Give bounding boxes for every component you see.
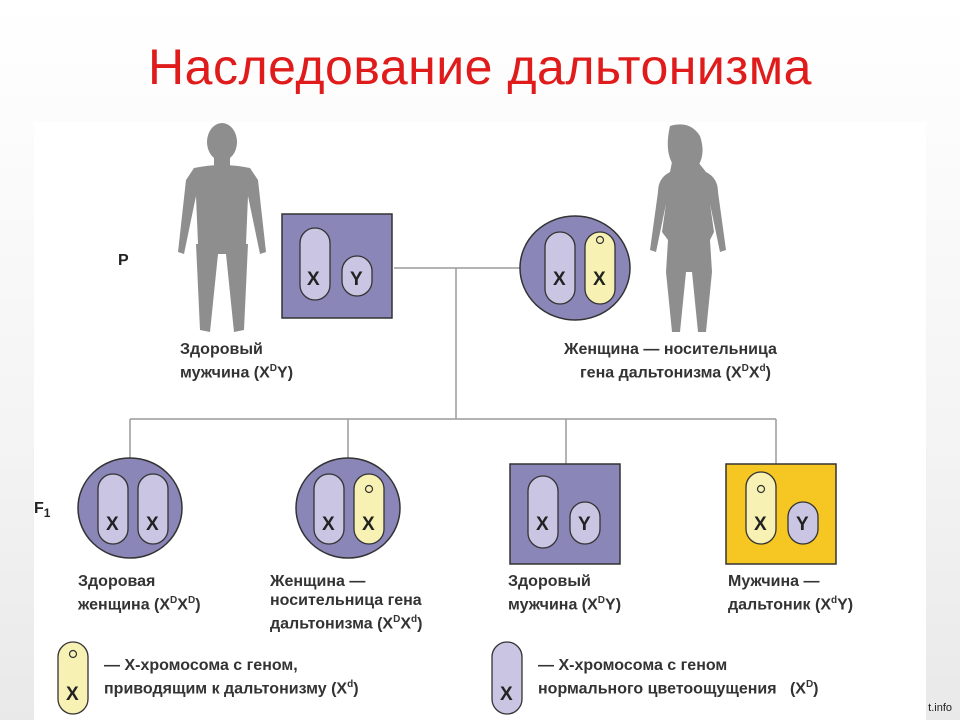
y-chromosome (787, 501, 819, 545)
child-2-genotype-cell (295, 457, 401, 559)
chromosome-letter: X (66, 684, 79, 705)
chromosome-letter: X (106, 514, 119, 535)
x-chromosome-normal (137, 473, 169, 545)
female-silhouette (650, 124, 726, 332)
mother-genotype-cell (519, 215, 631, 321)
child-2-caption: Женщина — носительница гена дальтонизма … (270, 573, 423, 633)
x-chromosome-normal (313, 473, 345, 545)
generation-p-label: P (118, 252, 129, 269)
child-4-caption: Мужчина — дальтоник (XdY) (728, 573, 854, 614)
watermark: t.info (928, 702, 952, 714)
x-chromosome-normal (527, 475, 559, 549)
chromosome-letter: X (536, 514, 549, 535)
pedigree-diagram (57, 123, 837, 715)
chromosome-letter: Y (796, 514, 809, 535)
chromosome-letter: X (593, 269, 606, 290)
colorblind-gene-marker (595, 235, 605, 245)
chromosome-letter: X (307, 269, 320, 290)
x-chromosome-carrier (584, 231, 616, 305)
chromosome-letter: Y (350, 269, 363, 290)
chromosome-letter: Y (578, 514, 591, 535)
chromosome-letter: X (754, 514, 767, 535)
diagram-panel: X Y X X X X X X X Y X Y X X P F1 Здоровы… (34, 122, 926, 720)
legend-carrier-chromosome (57, 641, 89, 715)
male-silhouette (178, 123, 266, 332)
x-chromosome-carrier (353, 473, 385, 545)
legend-normal-chromosome (491, 641, 523, 715)
slide-title: Наследование дальтонизма (148, 39, 812, 95)
child-1-caption: Здоровая женщина (XDXD) (78, 573, 201, 614)
y-chromosome (569, 501, 601, 545)
child-1-genotype-cell (77, 457, 183, 559)
x-chromosome-normal (544, 231, 576, 305)
x-chromosome-normal (299, 227, 331, 301)
father-caption: Здоровый мужчина (XDY) (180, 341, 294, 382)
chromosome-letter: X (362, 514, 375, 535)
legend-normal-text: — X-хромосома с геном нормального цветоо… (538, 657, 819, 698)
chromosome-letter: X (553, 269, 566, 290)
mother-caption: Женщина — носительница гена дальтонизма … (564, 341, 777, 382)
pedigree-lines (129, 267, 777, 464)
chromosome-letter: X (322, 514, 335, 535)
colorblind-gene-marker (364, 484, 374, 494)
chromosome-letter: X (146, 514, 159, 535)
child-3-genotype-cell (509, 463, 621, 565)
legend-carrier-text: — X-хромосома с геном, приводящим к даль… (104, 657, 359, 698)
child-4-genotype-cell (725, 463, 837, 565)
y-chromosome (341, 255, 373, 297)
child-3-caption: Здоровый мужчина (XDY) (508, 573, 622, 614)
father-genotype-cell (281, 213, 393, 319)
x-chromosome-carrier (745, 471, 777, 545)
generation-f1-label: F1 (34, 500, 51, 521)
x-chromosome-normal (97, 473, 129, 545)
colorblind-gene-marker (756, 484, 766, 494)
chromosome-letter: X (500, 684, 513, 705)
